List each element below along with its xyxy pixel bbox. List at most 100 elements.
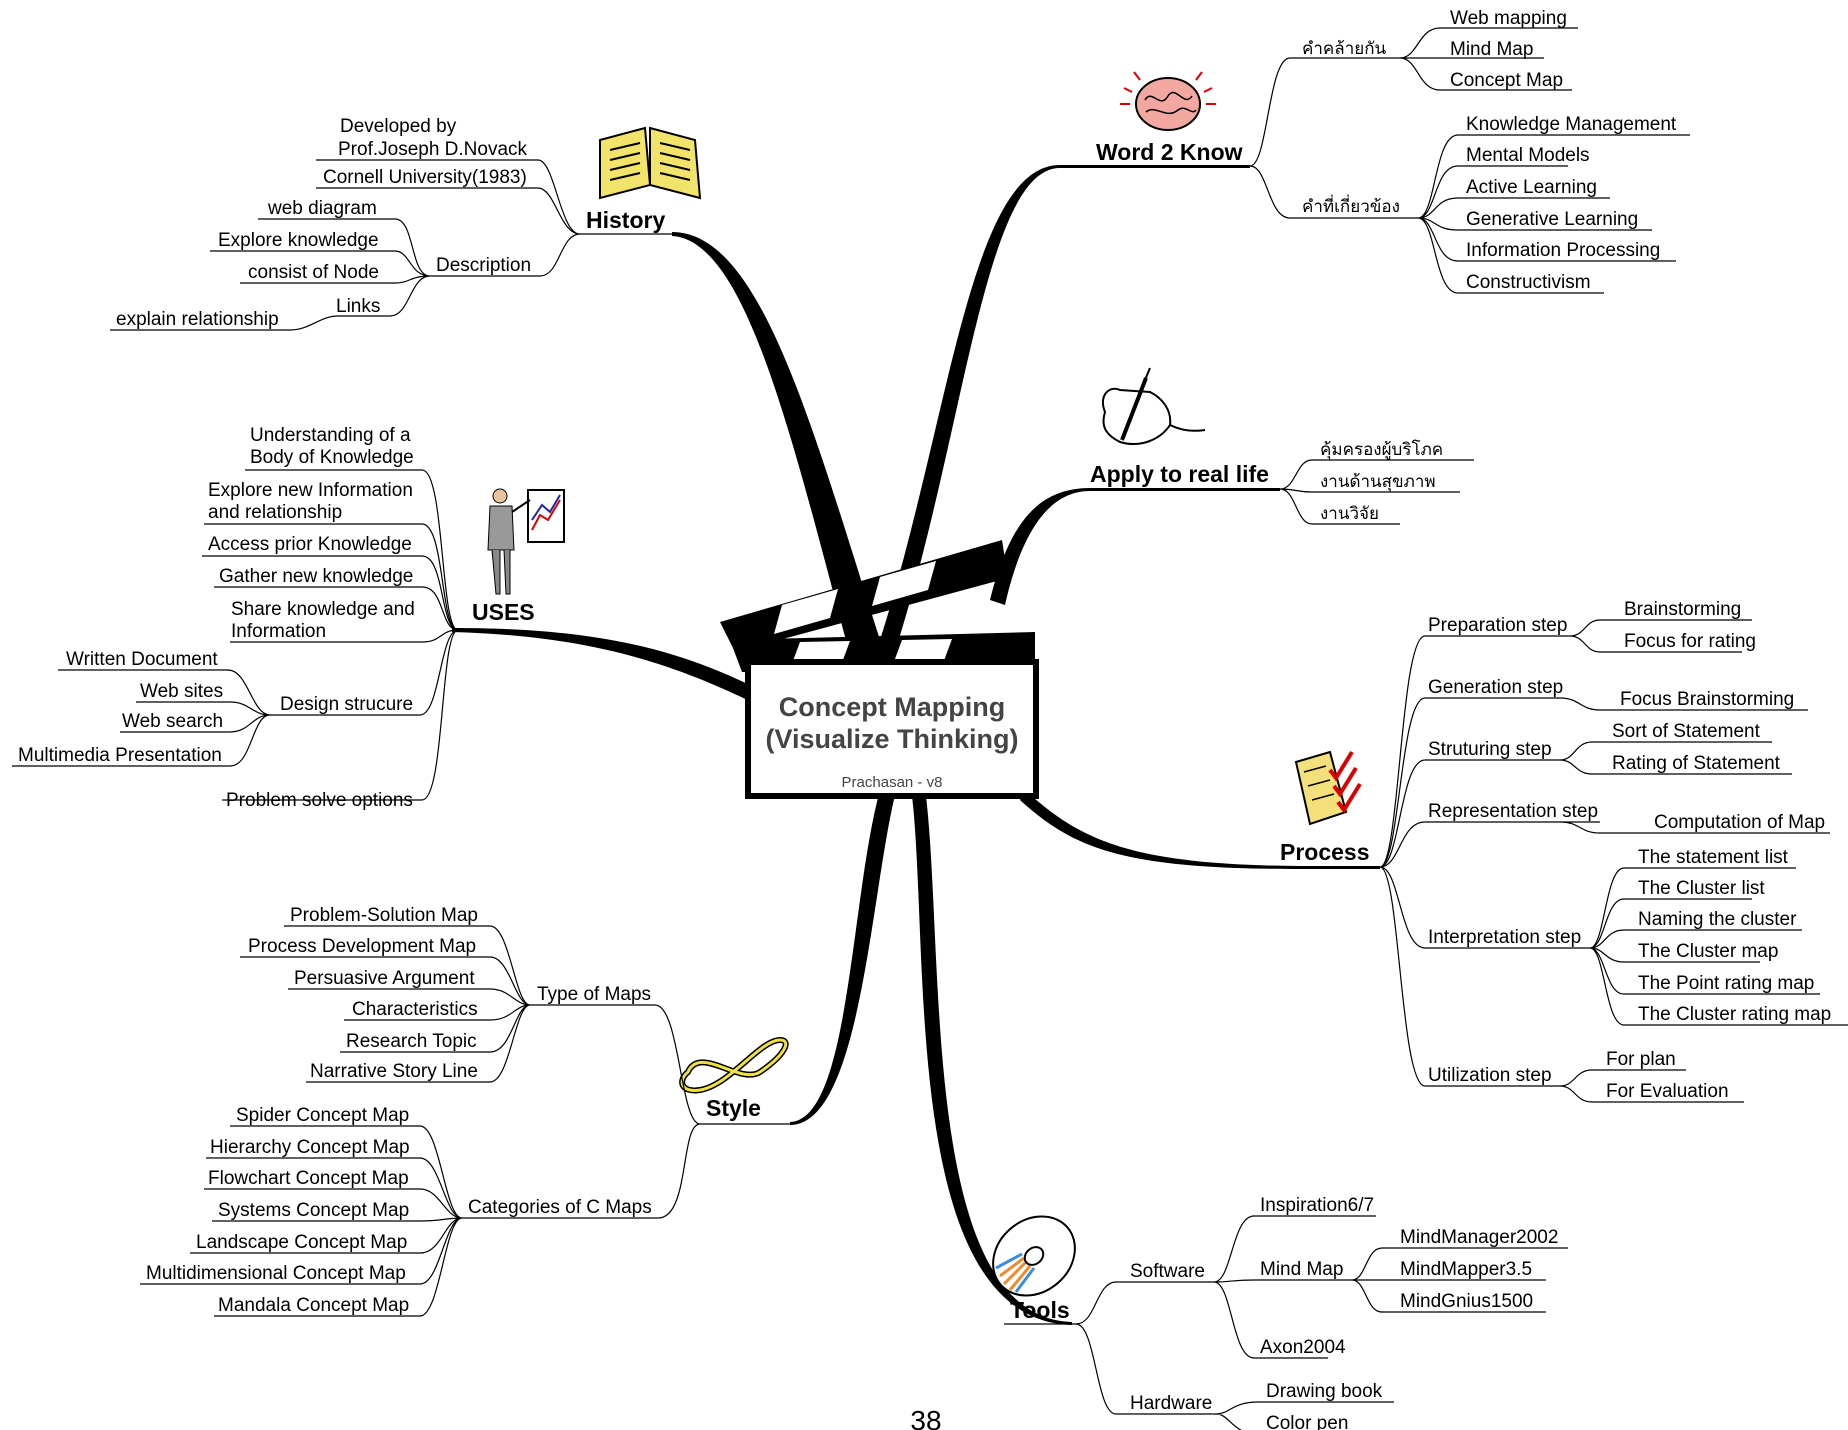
uses-item: Written Document xyxy=(66,649,218,670)
structuring-step-label: Struturing step xyxy=(1428,739,1552,760)
related-word-item: Generative Learning xyxy=(1466,209,1638,230)
process-links xyxy=(1379,619,1848,1103)
preparation-step-label: Preparation step xyxy=(1428,615,1567,636)
mindmap-item: MindManager2002 xyxy=(1400,1227,1558,1248)
utilization-item: For Evaluation xyxy=(1606,1081,1729,1102)
categories-item: Landscape Concept Map xyxy=(196,1232,407,1253)
uses-item: Body of Knowledge xyxy=(250,447,414,468)
categories-item: Multidimensional Concept Map xyxy=(146,1263,406,1284)
software-item: Axon2004 xyxy=(1260,1337,1346,1358)
center-box xyxy=(745,659,1039,799)
structuring-item: Rating of Statement xyxy=(1612,753,1781,774)
clapper-stripe-1 xyxy=(774,589,838,634)
similar-word-item: Concept Map xyxy=(1450,70,1563,91)
tools-links xyxy=(1075,1215,1568,1430)
apply-item: งานด้านสุขภาพ xyxy=(1320,472,1436,492)
similar-word-item: Web mapping xyxy=(1450,8,1567,29)
preparation-item: Brainstorming xyxy=(1624,599,1741,620)
trunk-uses xyxy=(452,628,760,702)
history-label: History xyxy=(586,207,665,233)
writing-hand-icon xyxy=(1101,367,1206,445)
clapper-stripe-2 xyxy=(872,561,936,606)
interpretation-item: The statement list xyxy=(1638,847,1789,868)
categories-item: Hierarchy Concept Map xyxy=(210,1137,410,1158)
trunk-process xyxy=(1020,790,1380,869)
trunk-word2know xyxy=(880,165,1250,645)
brain-icon xyxy=(1120,71,1216,131)
type-of-maps-item: Process Development Map xyxy=(248,936,476,957)
uses-item: Access prior Knowledge xyxy=(208,534,412,555)
center-clapperboard: Concept Mapping (Visualize Thinking) Pra… xyxy=(720,540,1039,799)
mindmap-item: MindMapper3.5 xyxy=(1400,1259,1532,1280)
branch-style: Style Type of Maps Problem-Solution Map … xyxy=(140,905,790,1317)
uses-links xyxy=(12,469,459,801)
style-label: Style xyxy=(706,1095,761,1121)
history-item: explain relationship xyxy=(116,309,279,330)
mindmap-label: Mind Map xyxy=(1260,1259,1343,1280)
type-of-maps-item: Persuasive Argument xyxy=(294,968,475,989)
uses-item: Design strucure xyxy=(280,694,413,715)
page-number: 38 xyxy=(910,1405,941,1430)
type-of-maps-item: Narrative Story Line xyxy=(310,1061,478,1082)
branch-apply: Apply to real life คุ้มครองผู้บริโภค งาน… xyxy=(1090,367,1474,525)
uses-item: Web search xyxy=(122,711,223,732)
uses-item: and relationship xyxy=(208,502,342,523)
hardware-item: Color pen xyxy=(1266,1413,1348,1430)
related-word-item: Active Learning xyxy=(1466,177,1597,198)
related-word-item: Knowledge Management xyxy=(1466,114,1677,135)
branch-word2know: Word 2 Know คำคล้ายกัน Web mapping Mind … xyxy=(1096,8,1690,294)
open-book-icon xyxy=(599,126,702,200)
interpretation-item: Naming the cluster xyxy=(1638,909,1797,930)
generation-step-label: Generation step xyxy=(1428,677,1563,698)
trunk-apply xyxy=(990,488,1280,605)
generation-item: Focus Brainstorming xyxy=(1620,689,1794,710)
main-branches xyxy=(452,165,1380,1325)
infinity-icon xyxy=(679,1036,789,1094)
software-label: Software xyxy=(1130,1261,1205,1282)
uses-item: Web sites xyxy=(140,681,223,702)
history-item: Developed by xyxy=(340,116,457,137)
hardware-label: Hardware xyxy=(1130,1393,1212,1414)
representation-item: Computation of Map xyxy=(1654,812,1825,833)
uses-label: USES xyxy=(472,599,535,625)
hardware-item: Drawing book xyxy=(1266,1381,1383,1402)
related-word-item: Constructivism xyxy=(1466,272,1591,293)
structuring-item: Sort of Statement xyxy=(1612,721,1761,742)
uses-item: Gather new knowledge xyxy=(219,566,413,587)
type-of-maps-label: Type of Maps xyxy=(537,984,651,1005)
interpretation-item: The Cluster list xyxy=(1638,878,1765,899)
categories-item: Mandala Concept Map xyxy=(218,1295,409,1316)
center-title-line1: Concept Mapping xyxy=(779,692,1005,722)
interpretation-item: The Cluster rating map xyxy=(1638,1004,1831,1025)
preparation-item: Focus for rating xyxy=(1624,631,1756,652)
checklist-icon xyxy=(1294,750,1362,826)
apply-item: คุ้มครองผู้บริโภค xyxy=(1320,439,1443,460)
trunk-tools xyxy=(912,796,1072,1325)
similar-word-item: Mind Map xyxy=(1450,39,1533,60)
process-label: Process xyxy=(1280,839,1370,865)
history-links xyxy=(110,159,581,331)
categories-item: Systems Concept Map xyxy=(218,1200,409,1221)
uses-item: Information xyxy=(231,621,326,642)
categories-item: Flowchart Concept Map xyxy=(208,1168,409,1189)
uses-item: Explore new Information xyxy=(208,480,413,501)
mindmap-item: MindGnius1500 xyxy=(1400,1291,1533,1312)
software-item: Inspiration6/7 xyxy=(1260,1195,1374,1216)
branch-uses: USES Understanding of a Body of Knowledg… xyxy=(12,425,565,811)
history-item: Cornell University(1983) xyxy=(323,167,527,188)
history-item: web diagram xyxy=(267,198,377,219)
apply-label: Apply to real life xyxy=(1090,461,1269,487)
interpretation-item: The Cluster map xyxy=(1638,941,1778,962)
branch-tools: Tools Software Inspiration6/7 Mind Map M… xyxy=(992,1195,1568,1430)
apply-links xyxy=(1279,459,1474,525)
branch-history: History Developed by Prof.Joseph D.Novac… xyxy=(110,116,702,331)
history-item: Links xyxy=(336,296,380,317)
type-of-maps-item: Characteristics xyxy=(352,999,478,1020)
categories-label: Categories of C Maps xyxy=(468,1197,652,1218)
similar-words-label: คำคล้ายกัน xyxy=(1302,39,1387,59)
trunk-history xyxy=(672,232,880,648)
related-words-label: คำที่เกี่ยวข้อง xyxy=(1302,194,1400,217)
uses-item: Problem solve options xyxy=(226,790,413,811)
apply-item: งานวิจัย xyxy=(1320,504,1379,524)
history-item: consist of Node xyxy=(248,262,379,283)
